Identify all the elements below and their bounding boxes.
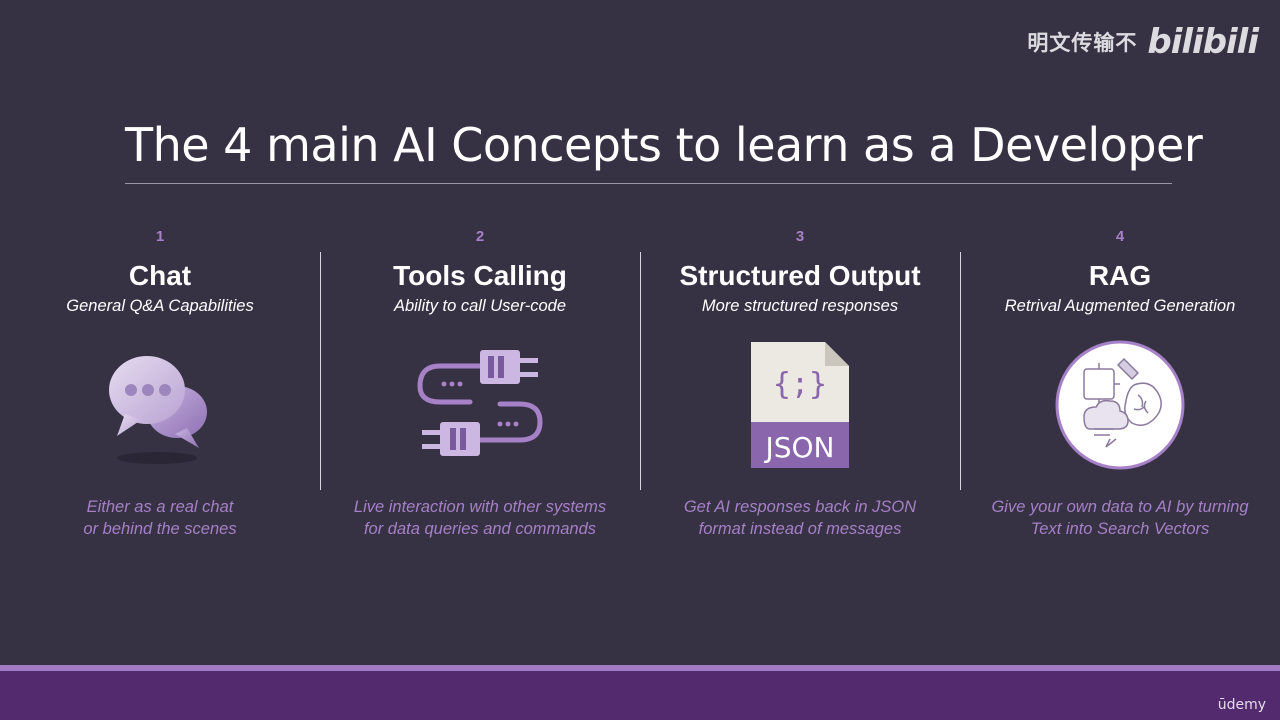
concept-desc-line2: format instead of messages bbox=[698, 520, 902, 538]
concept-desc-line1: Give your own data to AI by turning bbox=[991, 498, 1249, 516]
watermark-text: 明文传输不 bbox=[1027, 31, 1138, 55]
concept-number: 3 bbox=[795, 228, 805, 245]
concept-subtitle: More structured responses bbox=[701, 297, 899, 315]
concept-subtitle: General Q&A Capabilities bbox=[66, 297, 254, 315]
watermark: 明文传输不 bilibili bbox=[1027, 22, 1259, 62]
column-divider bbox=[960, 252, 961, 490]
column-divider bbox=[640, 252, 641, 490]
footer-bar: ūdemy bbox=[0, 671, 1280, 720]
concept-desc-line2: or behind the scenes bbox=[83, 520, 237, 538]
concept-desc-line1: Either as a real chat bbox=[86, 498, 234, 516]
concept-tools-calling: 2 Tools Calling Ability to call User-cod… bbox=[320, 222, 640, 552]
plug-connector-icon bbox=[417, 350, 543, 456]
bilibili-logo: bilibili bbox=[1147, 22, 1259, 62]
concept-desc-line1: Live interaction with other systems bbox=[353, 498, 607, 516]
concept-number: 4 bbox=[1115, 228, 1125, 245]
chat-bubbles-icon bbox=[109, 356, 207, 464]
title-divider bbox=[125, 183, 1172, 184]
knowledge-brain-icon bbox=[1055, 340, 1185, 470]
json-glyph: {;} bbox=[773, 367, 827, 402]
json-file-icon: {;} JSON bbox=[751, 342, 849, 468]
concept-subtitle: Ability to call User-code bbox=[393, 297, 567, 315]
concept-heading: Structured Output bbox=[679, 260, 921, 291]
json-label: JSON bbox=[763, 431, 834, 464]
concept-rag: 4 RAG Retrival Augmented Generation Give… bbox=[960, 222, 1280, 552]
concept-chat: 1 Chat General Q&A Capabilities bbox=[0, 222, 320, 552]
concept-structured-output: 3 Structured Output More structured resp… bbox=[640, 222, 960, 552]
concept-number: 2 bbox=[475, 228, 485, 245]
concepts-row: 1 Chat General Q&A Capabilities bbox=[0, 222, 1280, 552]
slide-title: The 4 main AI Concepts to learn as a Dev… bbox=[125, 118, 1203, 172]
concept-desc-line2: for data queries and commands bbox=[363, 520, 597, 538]
concept-heading: Tools Calling bbox=[393, 260, 567, 291]
concept-desc-line1: Get AI responses back in JSON bbox=[683, 498, 917, 516]
udemy-logo: ūdemy bbox=[1217, 697, 1266, 713]
concept-number: 1 bbox=[155, 228, 165, 245]
concept-subtitle: Retrival Augmented Generation bbox=[1004, 297, 1236, 315]
concept-desc-line2: Text into Search Vectors bbox=[1030, 520, 1210, 538]
column-divider bbox=[320, 252, 321, 490]
footer-stripe bbox=[0, 665, 1280, 671]
concept-heading: Chat bbox=[128, 260, 192, 291]
concept-heading: RAG bbox=[1088, 260, 1152, 291]
